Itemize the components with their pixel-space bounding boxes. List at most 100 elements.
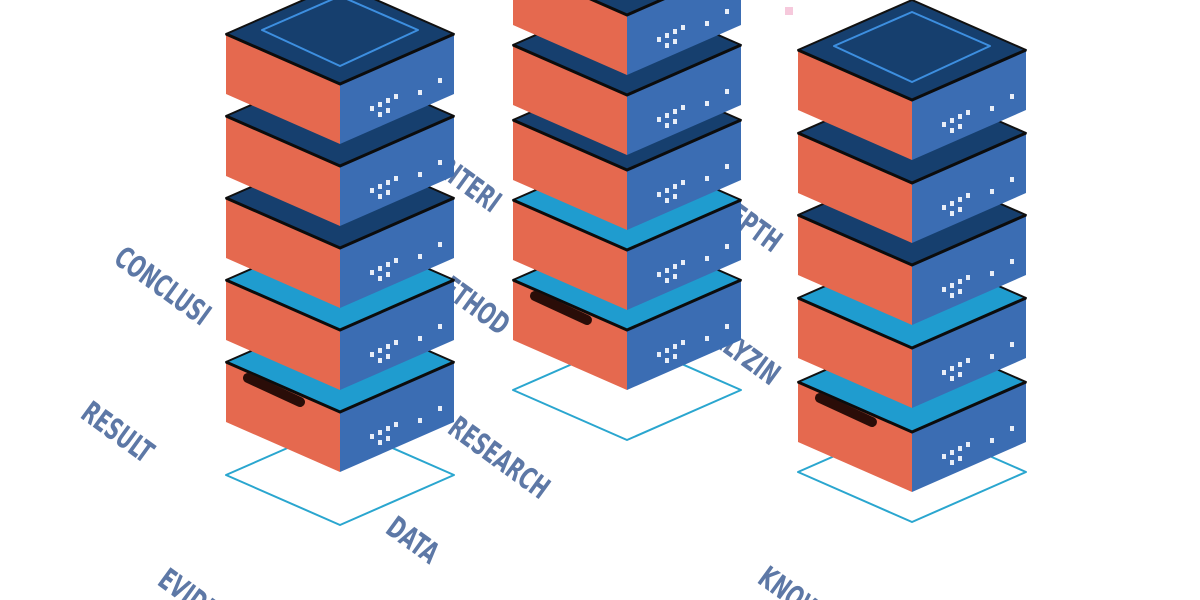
status-light-icon [950,366,954,371]
status-light-icon [950,283,954,288]
status-light-icon [681,180,685,185]
status-light-icon [1010,94,1014,99]
block-left-face [798,298,912,408]
status-light-icon [386,262,390,267]
status-light-icon [950,128,954,133]
status-light-icon [665,278,669,283]
status-light-icon [725,244,729,249]
right-server-stack [797,0,1027,523]
status-light-icon [378,184,382,189]
block-right-face [912,50,1026,160]
status-light-icon [681,105,685,110]
status-light-icon [705,176,709,181]
status-light-icon [418,336,422,341]
status-light-icon [1010,177,1014,182]
block-right-face [340,280,454,390]
status-light-icon [370,352,374,357]
status-light-icon [673,119,677,124]
status-light-icon [665,358,669,363]
status-light-icon [966,275,970,280]
block-left-face [513,120,627,230]
block-edge [589,0,665,17]
status-light-icon [386,190,390,195]
block-left-face [513,200,627,310]
status-light-icon [725,324,729,329]
status-light-icon [665,198,669,203]
status-light-icon [958,114,962,119]
block-right-face [912,298,1026,408]
status-light-icon [386,426,390,431]
status-light-icon [673,184,677,189]
status-light-icon [950,201,954,206]
drive-slot-icon [815,393,877,427]
block-right-face [627,120,741,230]
block-left-face [798,382,912,492]
status-light-icon [657,117,661,122]
status-light-icon [657,272,661,277]
status-light-icon [958,279,962,284]
status-light-icon [990,438,994,443]
block-edge [225,32,455,86]
status-light-icon [370,434,374,439]
status-light-icon [438,78,442,83]
status-light-icon [438,406,442,411]
block-left-face [798,50,912,160]
status-light-icon [673,29,677,34]
status-light-icon [378,440,382,445]
block-edge [512,43,742,97]
status-light-icon [386,272,390,277]
status-light-icon [394,258,398,263]
status-light-icon [673,344,677,349]
status-light-icon [386,108,390,113]
status-light-icon [950,460,954,465]
block-right-face [340,198,454,308]
block-left-face [798,133,912,243]
middle-server-stack [512,0,742,441]
status-light-icon [705,336,709,341]
status-light-icon [673,264,677,269]
status-light-icon [966,358,970,363]
status-light-icon [1010,259,1014,264]
status-light-icon [370,106,374,111]
status-light-icon [418,172,422,177]
status-light-icon [665,268,669,273]
block-right-face [340,34,454,144]
block-edge [512,278,742,332]
status-light-icon [942,205,946,210]
block-left-face [513,45,627,155]
status-light-icon [386,436,390,441]
status-light-icon [942,122,946,127]
status-light-icon [673,194,677,199]
pink-dot [785,7,793,15]
status-light-icon [725,89,729,94]
status-light-icon [378,102,382,107]
status-light-icon [386,354,390,359]
status-light-icon [990,271,994,276]
status-light-icon [950,450,954,455]
status-light-icon [665,123,669,128]
block-left-face [513,0,627,75]
status-light-icon [1010,426,1014,431]
status-light-icon [394,176,398,181]
block-left-face [226,198,340,308]
status-light-icon [725,164,729,169]
block-edge [225,278,455,332]
block-edge [512,118,742,172]
status-light-icon [950,293,954,298]
status-light-icon [438,160,442,165]
status-light-icon [394,422,398,427]
status-light-icon [418,418,422,423]
status-light-icon [942,287,946,292]
status-light-icon [990,189,994,194]
status-light-icon [681,260,685,265]
status-light-icon [665,43,669,48]
status-light-icon [370,270,374,275]
status-light-icon [1010,342,1014,347]
server-block [513,0,741,75]
block-edge [797,380,1027,434]
status-light-icon [966,193,970,198]
status-light-icon [386,344,390,349]
status-light-icon [681,25,685,30]
